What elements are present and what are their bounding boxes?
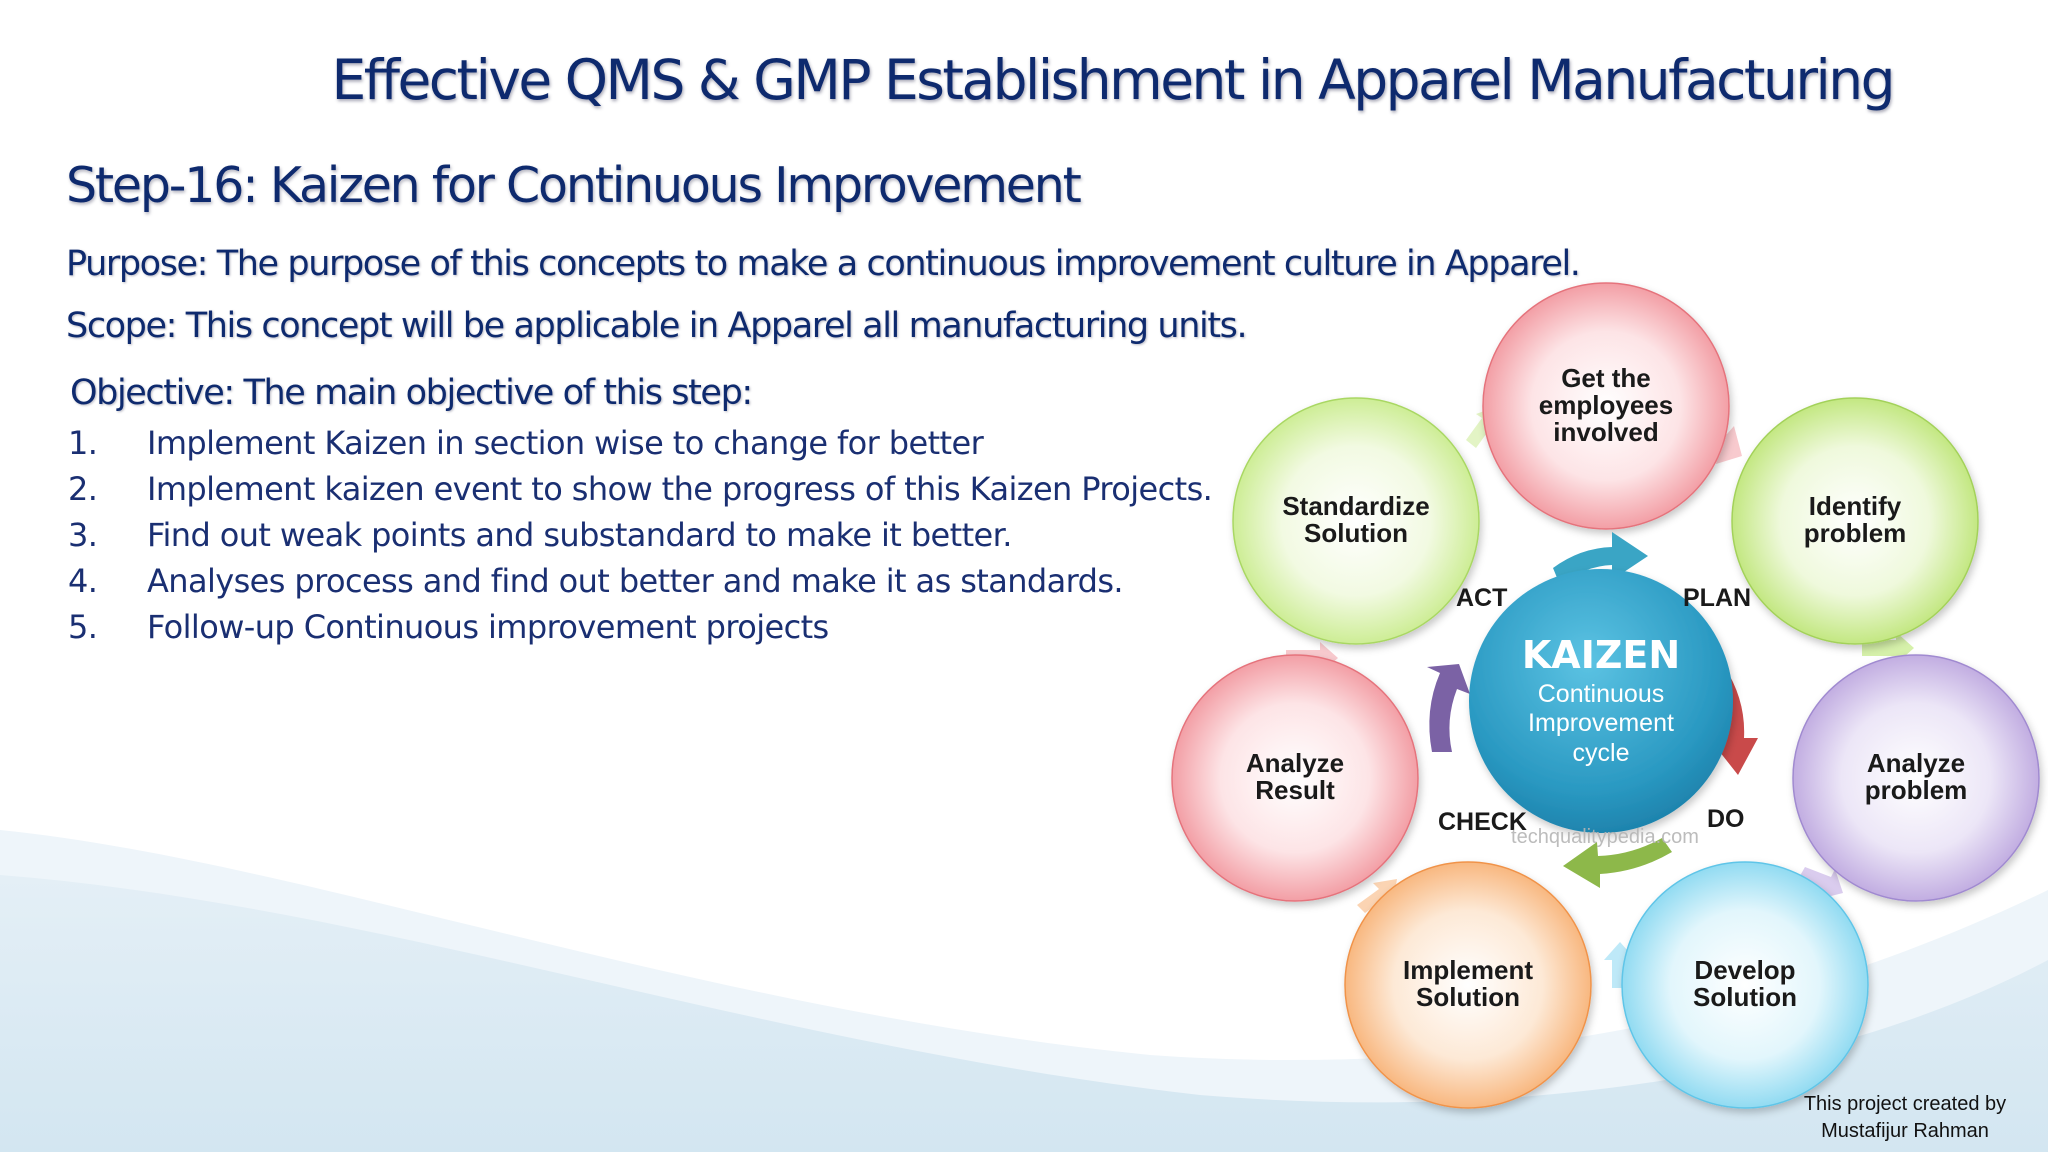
kaizen-center-circle bbox=[1469, 569, 1733, 833]
kaizen-subtitle: cycle bbox=[1573, 739, 1630, 767]
step-label: employees bbox=[1539, 390, 1673, 420]
step-label: Get the bbox=[1561, 363, 1651, 393]
kaizen-subtitle: Continuous bbox=[1538, 680, 1664, 708]
outer-step-circles bbox=[1171, 282, 2040, 1109]
objective-text: Implement kaizen event to show the progr… bbox=[147, 470, 1213, 508]
step-title: Step-16: Kaizen for Continuous Improveme… bbox=[66, 157, 1082, 214]
objective-number: 4. bbox=[68, 562, 98, 600]
connector-arrow-icon bbox=[1357, 879, 1397, 913]
background-wave-front bbox=[0, 875, 2048, 1152]
phase-label-check: CHECK bbox=[1438, 808, 1527, 836]
step-label: Analyze bbox=[1867, 748, 1965, 778]
kaizen-subtitle: Improvement bbox=[1528, 709, 1674, 737]
objective-item: 2. Implement kaizen event to show the pro… bbox=[68, 466, 1213, 512]
step-circle-develop-solution bbox=[1621, 861, 1869, 1109]
step-circle-implement-solution bbox=[1344, 861, 1592, 1109]
objective-item: 4. Analyses process and find out better a… bbox=[68, 558, 1212, 604]
step-label: Result bbox=[1255, 775, 1335, 805]
objective-text: Find out weak points and substandard to … bbox=[147, 516, 1012, 554]
objective-item: 5. Follow-up Continuous improvement proje… bbox=[68, 604, 1212, 650]
kaizen-title: KAIZEN bbox=[1522, 633, 1680, 677]
connector-arrow-icon bbox=[1797, 867, 1843, 899]
step-label: involved bbox=[1553, 417, 1658, 447]
step-label: Solution bbox=[1693, 982, 1797, 1012]
objective-number: 2. bbox=[68, 470, 98, 508]
check-arrow-icon bbox=[1563, 838, 1672, 888]
step-label: problem bbox=[1865, 775, 1968, 805]
step-circle-get-employees-involved bbox=[1482, 282, 1730, 530]
objective-text: Implement Kaizen in section wise to chan… bbox=[147, 424, 984, 462]
step-label: Analyze bbox=[1246, 748, 1344, 778]
purpose-text: Purpose: The purpose of this concepts to… bbox=[66, 244, 1581, 284]
step-circle-analyze-result bbox=[1171, 654, 1419, 902]
objective-number: 3. bbox=[68, 516, 98, 554]
step-label: Solution bbox=[1304, 518, 1408, 548]
step-circle-standardize-solution bbox=[1232, 397, 1480, 645]
step-label: Identify bbox=[1809, 491, 1902, 521]
watermark: techqualitypedia.com bbox=[1511, 826, 1699, 848]
objective-number: 5. bbox=[68, 608, 98, 646]
phase-label-do: DO bbox=[1707, 805, 1745, 833]
credit-note: This project created by Mustafijur Rahma… bbox=[1745, 1091, 2048, 1145]
objective-text: Follow-up Continuous improvement project… bbox=[147, 608, 829, 646]
step-label: Standardize bbox=[1282, 491, 1429, 521]
credit-line: This project created by bbox=[1803, 1093, 2007, 1115]
step-label: problem bbox=[1804, 518, 1907, 548]
objective-number: 1. bbox=[68, 424, 98, 462]
phase-label-plan: PLAN bbox=[1683, 584, 1751, 612]
credit-line: Mustafijur Rahman bbox=[1821, 1120, 1989, 1142]
objective-item: 3. Find out weak points and substandard t… bbox=[68, 512, 1212, 558]
step-circle-analyze-problem bbox=[1792, 654, 2040, 902]
objective-item: 1. Implement Kaizen in section wise to ch… bbox=[68, 420, 1212, 466]
step-circle-identify-problem bbox=[1731, 397, 1979, 645]
phase-label-act: ACT bbox=[1456, 584, 1507, 612]
step-label: Implement bbox=[1403, 955, 1533, 985]
objective-heading: Objective: The main objective of this st… bbox=[70, 373, 753, 413]
scope-text: Scope: This concept will be applicable i… bbox=[66, 306, 1248, 346]
slide-title: Effective QMS & GMP Establishment in App… bbox=[331, 48, 1895, 112]
objective-text: Analyses process and find out better and… bbox=[147, 562, 1124, 600]
step-label: Solution bbox=[1416, 982, 1520, 1012]
act-arrow-icon bbox=[1427, 664, 1470, 752]
connector-arrow-icon bbox=[1716, 426, 1742, 464]
objective-list: 1. Implement Kaizen in section wise to ch… bbox=[68, 420, 1213, 650]
step-label: Develop bbox=[1694, 955, 1795, 985]
